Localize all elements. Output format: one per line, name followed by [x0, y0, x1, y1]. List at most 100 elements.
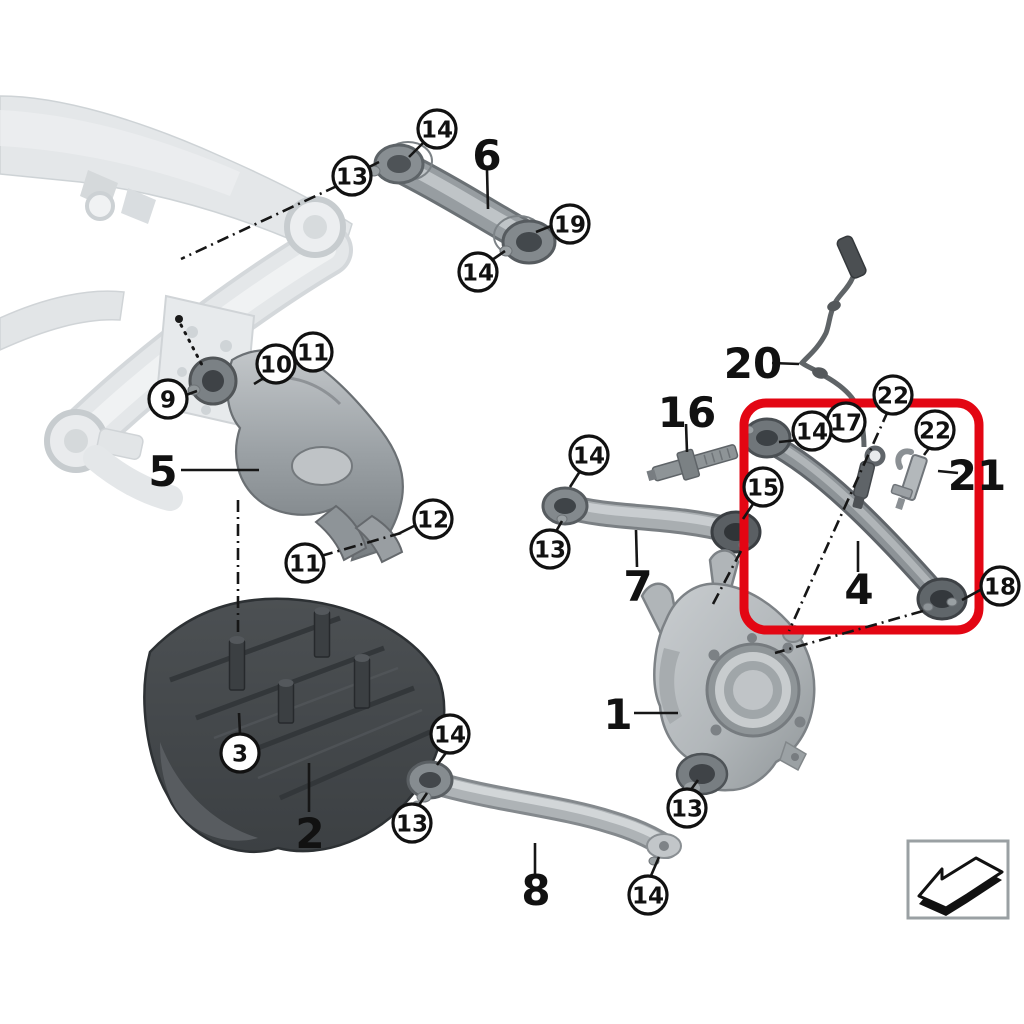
callout-11-bottom: 11: [284, 542, 326, 584]
callout-8-lower-arm: 8: [521, 866, 550, 915]
callout-circle: [549, 203, 591, 245]
callout-label: 14: [796, 419, 828, 445]
callout-14-arm8-left: 14: [429, 713, 471, 755]
sensor-bracket-21: [890, 448, 928, 510]
skid-plate-stud: [228, 636, 246, 691]
callout-11-top: 11: [292, 331, 334, 373]
callout-circle: [568, 434, 610, 476]
callout-21-bracket: 21: [948, 451, 1006, 500]
callout-label: 5: [148, 447, 177, 496]
callout-circle: [429, 713, 471, 755]
callout-circle: [666, 787, 708, 829]
callout-circle: [284, 542, 326, 584]
callout-label: 13: [396, 811, 428, 837]
upper-control-arm-6: [367, 141, 557, 265]
callout-circle: [391, 802, 433, 844]
callout-label: 13: [336, 164, 368, 190]
callout-22-sensor: 22: [872, 374, 914, 416]
callout-13-arm8: 13: [391, 802, 433, 844]
callout-label: 8: [521, 866, 550, 915]
callout-label: 6: [472, 131, 501, 180]
callout-14-arm8-right: 14: [627, 874, 669, 916]
callout-circle: [292, 331, 334, 373]
callout-7-camber-arm: 7: [623, 562, 652, 611]
callout-label: 22: [877, 383, 909, 409]
callout-circle: [412, 498, 454, 540]
callout-circle: [529, 528, 571, 570]
callout-label: 14: [462, 260, 494, 286]
callout-label: 7: [623, 562, 652, 611]
callout-label: 21: [948, 451, 1006, 500]
callout-circle: [219, 732, 261, 774]
callout-label: 19: [554, 212, 586, 238]
callout-circle: [914, 409, 956, 451]
callout-circle: [416, 108, 458, 150]
callout-22-bracket: 22: [914, 409, 956, 451]
callout-1-knuckle: 1: [603, 690, 632, 739]
abs-sensor-17: [852, 445, 886, 509]
callout-4-toe-arm: 4: [844, 565, 873, 614]
callout-label: 3: [232, 741, 248, 767]
callout-label: 11: [297, 340, 329, 366]
callout-label: 13: [534, 537, 566, 563]
callout-14-arm7: 14: [568, 434, 610, 476]
camber-arm-7: [541, 486, 762, 554]
callout-label: 13: [671, 796, 703, 822]
callout-circle: [147, 378, 189, 420]
lower-control-arm-8: [406, 760, 682, 866]
callout-14-arm4: 14: [791, 410, 833, 452]
callout-label: 12: [417, 507, 449, 533]
callout-label: 11: [289, 551, 321, 577]
callout-label: 20: [724, 339, 782, 388]
callout-circle: [457, 251, 499, 293]
callout-12-bushing: 12: [412, 498, 454, 540]
callout-label: 14: [421, 117, 453, 143]
wheel-knuckle-1: [640, 549, 816, 800]
callout-6-upper-arm: 6: [472, 131, 501, 180]
callout-14-arm6-bottom: 14: [457, 251, 499, 293]
callout-circle: [742, 466, 784, 508]
callout-label: 14: [434, 722, 466, 748]
callout-18-bushing: 18: [979, 565, 1021, 607]
callout-9-bolt: 9: [147, 378, 189, 420]
callout-label: 10: [260, 352, 292, 378]
callout-label: 15: [747, 475, 779, 501]
callout-3-cover: 3: [219, 732, 261, 774]
callout-circle: [979, 565, 1021, 607]
callout-13-knuckle: 13: [666, 787, 708, 829]
leader-lines: [179, 140, 983, 879]
skid-plate-stud: [313, 607, 331, 658]
callout-2-skid-plate: 2: [295, 809, 324, 858]
callout-label: 18: [984, 574, 1016, 600]
callout-circle: [791, 410, 833, 452]
trailing-arm-5: [187, 348, 404, 564]
callout-label: 4: [844, 565, 873, 614]
subframe-mount-dot: [175, 315, 183, 323]
callout-circle: [255, 343, 297, 385]
callout-circle: [872, 374, 914, 416]
callout-label: 1: [603, 690, 632, 739]
callout-20-abs-sensor: 20: [724, 339, 782, 388]
callout-label: 14: [632, 883, 664, 909]
callout-label: 9: [160, 387, 176, 413]
callout-16-bolt: 16: [658, 388, 716, 437]
direction-of-travel-legend: [906, 839, 1010, 920]
callout-19-arm6: 19: [549, 203, 591, 245]
underbody-skid-plate: [143, 597, 446, 853]
sensor-connector: [836, 235, 867, 279]
skid-plate-stud: [353, 654, 371, 709]
callout-14-arm6-top: 14: [416, 108, 458, 150]
skid-plate-stud: [277, 679, 295, 724]
direction-of-travel-arrow-icon: [917, 856, 1004, 916]
callout-label: 2: [295, 809, 324, 858]
callout-10-bushing: 10: [255, 343, 297, 385]
callout-circle: [627, 874, 669, 916]
callout-5-trailing-arm: 5: [148, 447, 177, 496]
callout-circle: [331, 155, 373, 197]
callout-label: 14: [573, 443, 605, 469]
callout-label: 16: [658, 388, 716, 437]
callout-label: 17: [830, 410, 862, 436]
